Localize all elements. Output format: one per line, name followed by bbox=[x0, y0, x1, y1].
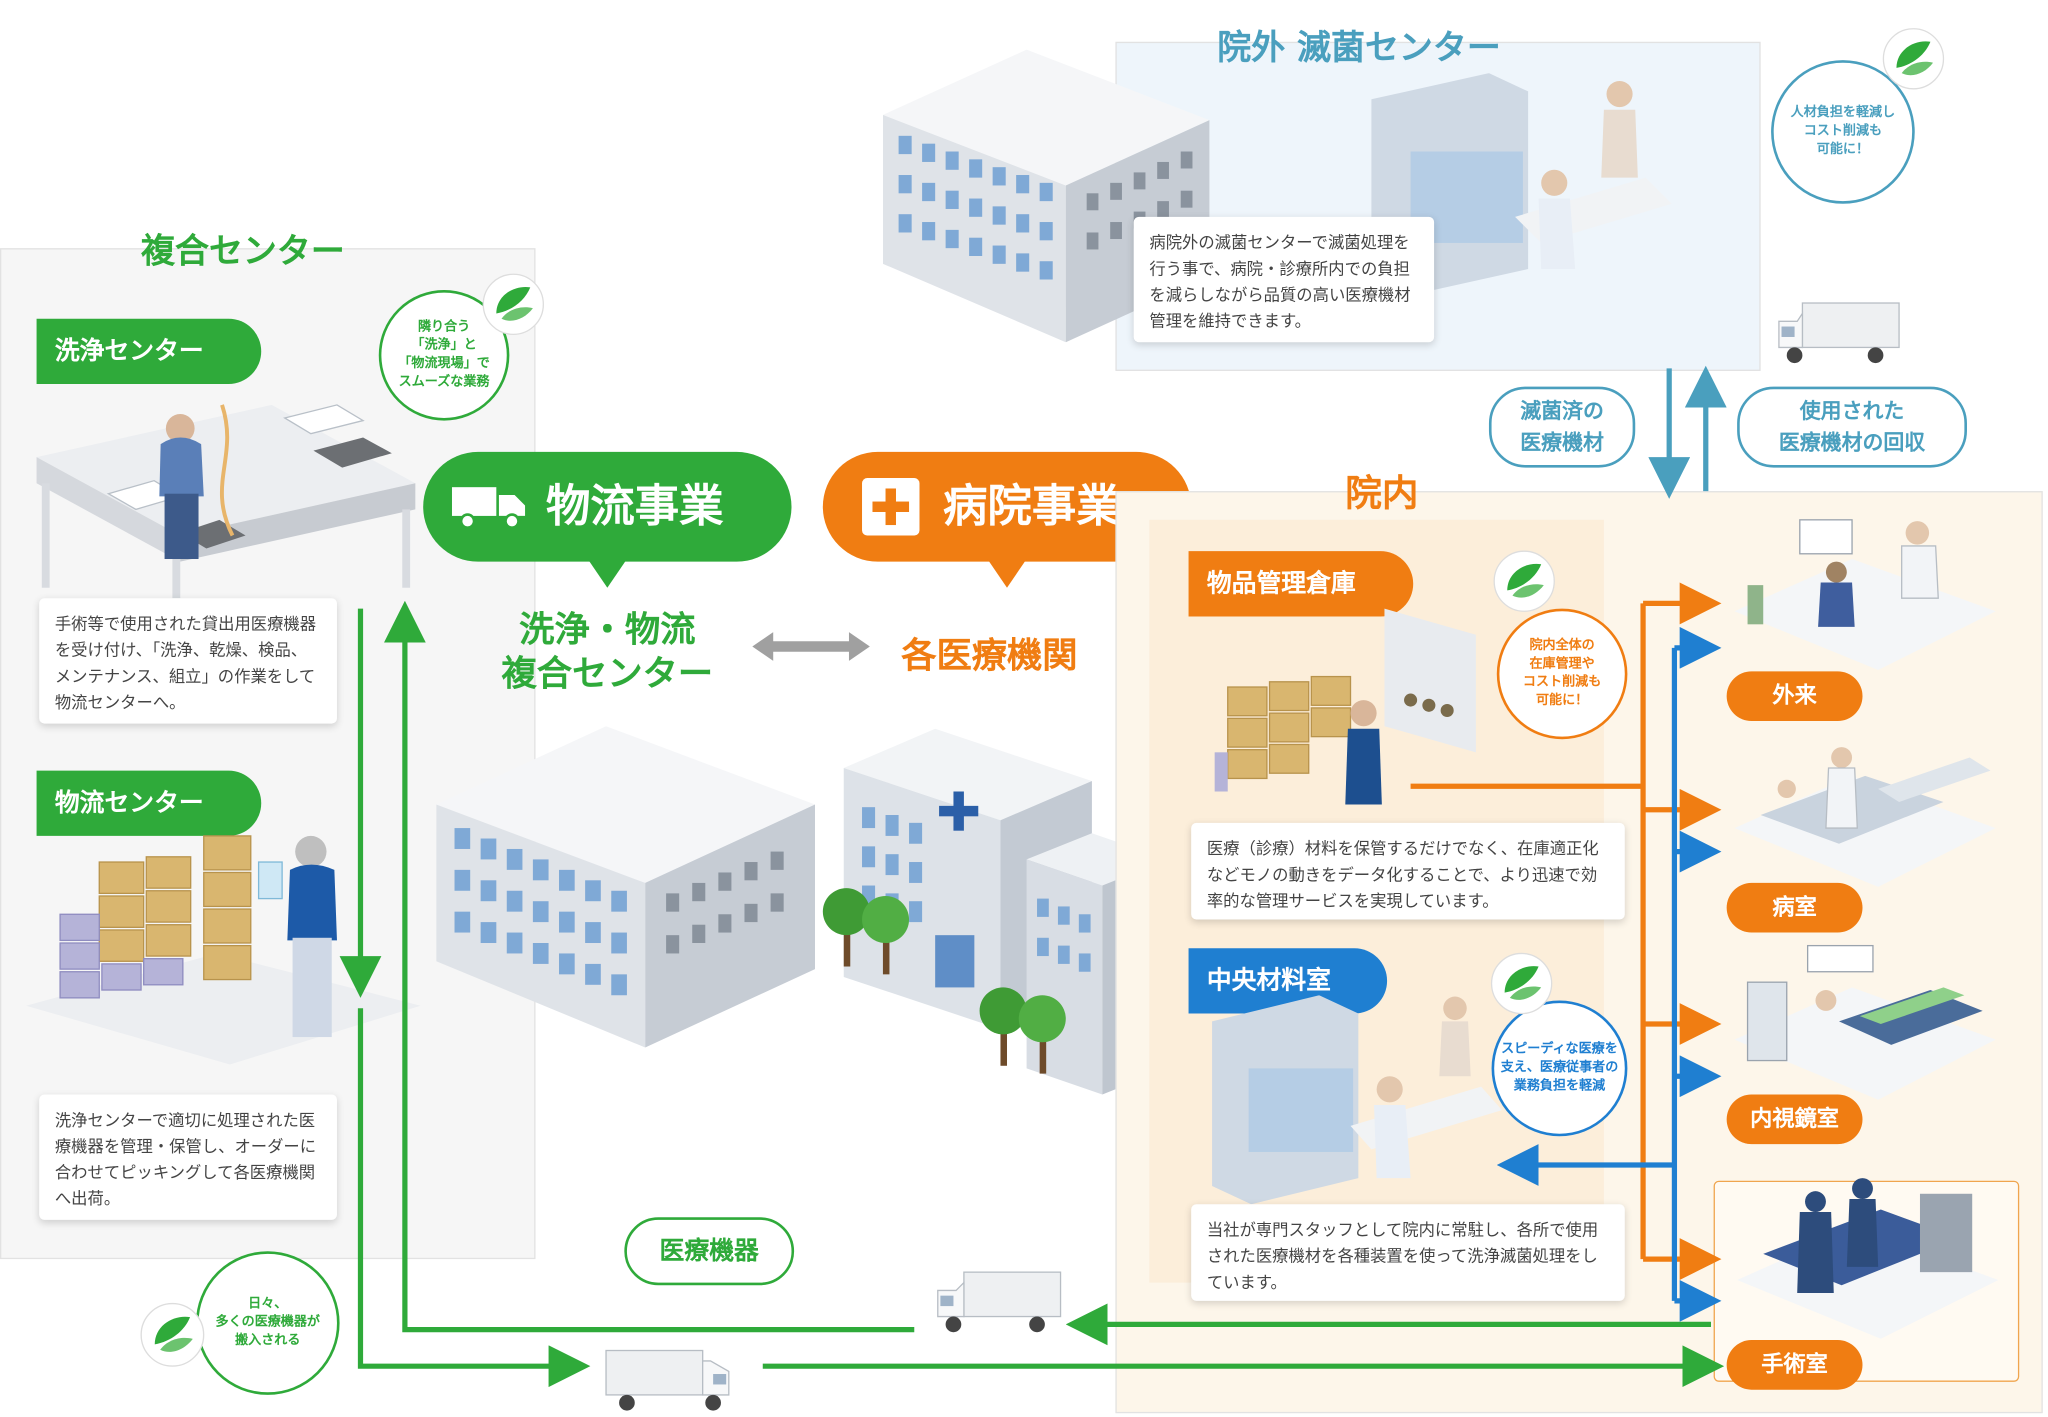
arrow-icon bbox=[357, 1008, 591, 1388]
recovery-label: 使用された 医療機材の回収 bbox=[1737, 386, 1967, 468]
logistics-business-badge: 物流事業 bbox=[423, 451, 792, 562]
tree-icon bbox=[979, 987, 1066, 1074]
hospital-badge-tail bbox=[987, 559, 1027, 588]
truck-icon bbox=[605, 1349, 730, 1411]
wash-center-text: 手術等で使用された貸出用医療機器を受け付け、「洗浄、乾燥、検品、メンテナンス、組… bbox=[39, 598, 337, 724]
wash-center-label: 洗浄センター bbox=[36, 318, 262, 384]
sterilized-label: 滅菌済の 医療機材 bbox=[1488, 386, 1636, 468]
medical-devices-label: 医療機器 bbox=[624, 1217, 795, 1286]
leaf-logo-icon bbox=[1882, 28, 1945, 90]
leaf-logo-icon bbox=[140, 1302, 205, 1367]
hospital-business-label: 病院事業 bbox=[943, 480, 1121, 533]
combined-center-title: 複合センター bbox=[141, 232, 345, 272]
central-supply-label: 中央材料室 bbox=[1188, 948, 1388, 1014]
truck-icon bbox=[937, 1271, 1062, 1333]
operating-room-illustration bbox=[1737, 1178, 1999, 1339]
leaf-logo-icon bbox=[1493, 550, 1555, 612]
truck-icon bbox=[1778, 302, 1900, 364]
logistics-center-text: 洗浄センターで適切に処理された医療機器を管理・保管し、オーダーに合わせてピッキン… bbox=[39, 1094, 337, 1220]
in-hospital-title: 院内 bbox=[1345, 471, 1419, 515]
medical-institutions-caption: 各医療機関 bbox=[901, 636, 1078, 677]
leaf-logo-icon bbox=[482, 273, 544, 336]
warehouse-label: 物品管理倉庫 bbox=[1188, 551, 1414, 617]
room-outpatient: 外来 bbox=[1726, 671, 1863, 721]
combined-center-caption: 洗浄・物流 複合センター bbox=[501, 609, 714, 695]
double-arrow-icon bbox=[752, 632, 870, 661]
warehouse-text: 医療（診療）材料を保管するだけでなく、在庫適正化などモノの動きをデータ化すること… bbox=[1191, 822, 1625, 920]
room-operating: 手術室 bbox=[1726, 1340, 1863, 1390]
central-supply-illustration bbox=[1212, 995, 1503, 1205]
sterilization-title: 院外 滅菌センター bbox=[1217, 28, 1501, 68]
wash-center-illustration bbox=[36, 404, 416, 599]
endoscopy-room-illustration bbox=[1734, 944, 1996, 1100]
logistics-business-label: 物流事業 bbox=[545, 480, 724, 533]
leaf-logo-icon bbox=[1490, 952, 1553, 1015]
arrow-icon bbox=[383, 600, 915, 1333]
room-ward: 病室 bbox=[1726, 882, 1863, 933]
warehouse-illustration bbox=[1214, 608, 1476, 805]
truck-icon bbox=[451, 487, 526, 529]
daily-bubble: 日々、 多くの医療機器が 搬入される bbox=[195, 1251, 340, 1395]
central-supply-bubble: スピーディな医療を 支え、医療従事者の 業務負担を軽減 bbox=[1491, 1000, 1628, 1137]
sterilization-text: 病院外の滅菌センターで滅菌処理を行う事で、病院・診療所内での負担を減らしながら品… bbox=[1133, 216, 1435, 343]
building-icon bbox=[436, 726, 816, 1048]
logistics-center-illustration bbox=[26, 835, 421, 1065]
warehouse-bubble: 院内全体の 在庫管理や コスト削減も 可能に！ bbox=[1496, 608, 1628, 740]
cross-icon bbox=[862, 478, 920, 536]
logistics-badge-tail bbox=[587, 559, 627, 588]
tree-icon bbox=[822, 888, 910, 975]
ward-room-illustration bbox=[1734, 747, 1996, 887]
central-supply-text: 当社が専門スタッフとして院内に常駐し、各所で使用された医療機材を各種装置を使って… bbox=[1191, 1204, 1625, 1301]
sterilization-bubble: 人材負担を軽減し コスト削減も 可能に！ bbox=[1771, 60, 1915, 204]
room-endoscopy: 内視鏡室 bbox=[1726, 1094, 1863, 1145]
logistics-center-label: 物流センター bbox=[36, 770, 262, 836]
outpatient-room-illustration bbox=[1734, 519, 1996, 671]
